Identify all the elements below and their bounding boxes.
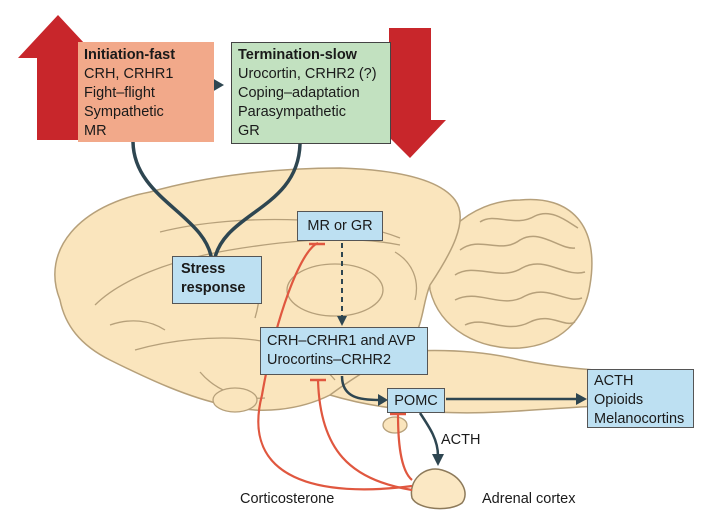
initiation-line: Sympathetic: [84, 104, 164, 120]
pomc-to-outputs-arrowhead: [576, 393, 587, 405]
initiation-title: Initiation-fast: [84, 47, 176, 63]
pituitary: [382, 416, 408, 434]
stress-response-line: response: [181, 280, 246, 296]
pons: [212, 387, 258, 413]
cerebellum: [428, 198, 593, 349]
mr-or-gr-box: MR or GR: [297, 211, 383, 241]
thalamus: [286, 263, 384, 317]
adrenal-gland: [410, 468, 466, 510]
stress-response-box: Stress response: [172, 256, 262, 304]
termination-line: Coping–adaptation: [238, 85, 360, 101]
adrenal-cortex-label: Adrenal cortex: [482, 491, 576, 507]
pomc-to-adrenal-arrow: [418, 412, 440, 457]
crh-line: Urocortins–CRHR2: [267, 352, 392, 368]
initiation-line: CRH, CRHR1: [84, 66, 174, 82]
acth-label: ACTH: [441, 432, 481, 448]
initiation-line: MR: [84, 123, 107, 139]
term-connector: [212, 143, 302, 263]
pomc-label: POMC: [394, 393, 438, 409]
pomc-box: POMC: [387, 388, 445, 413]
termination-line: GR: [238, 123, 260, 139]
termination-line: Urocortin, CRHR2 (?): [238, 66, 377, 82]
init-connector: [131, 141, 214, 263]
initiation-line: Fight–flight: [84, 85, 155, 101]
mrgr-to-crh-arrowhead: [337, 316, 347, 326]
termination-title: Termination-slow: [238, 47, 357, 63]
termination-line: Parasympathetic: [238, 104, 346, 120]
stress-response-line: Stress: [181, 261, 226, 277]
initiation-fast-box: Initiation-fast CRH, CRHR1 Fight–flight …: [78, 42, 214, 142]
crh-to-pomc-arrow: [340, 375, 381, 402]
corticosterone-label: Corticosterone: [240, 491, 335, 507]
termination-slow-box: Termination-slow Urocortin, CRHR2 (?) Co…: [231, 42, 391, 144]
crh-to-pomc-arrowhead: [378, 394, 388, 406]
feedback-bars: [309, 242, 406, 416]
init-to-term-arrowhead: [212, 78, 224, 92]
pomc-to-adrenal-arrowhead: [432, 454, 444, 466]
output-line: ACTH: [594, 373, 634, 389]
output-line: Opioids: [594, 392, 644, 408]
output-line: Melanocortins: [594, 411, 685, 427]
outputs-box: ACTH Opioids Melanocortins: [587, 369, 694, 428]
mr-or-gr-label: MR or GR: [307, 218, 373, 234]
crh-line: CRH–CRHR1 and AVP: [267, 333, 416, 349]
crh-box: CRH–CRHR1 and AVP Urocortins–CRHR2: [260, 327, 428, 375]
feedback-lines: [257, 241, 413, 492]
